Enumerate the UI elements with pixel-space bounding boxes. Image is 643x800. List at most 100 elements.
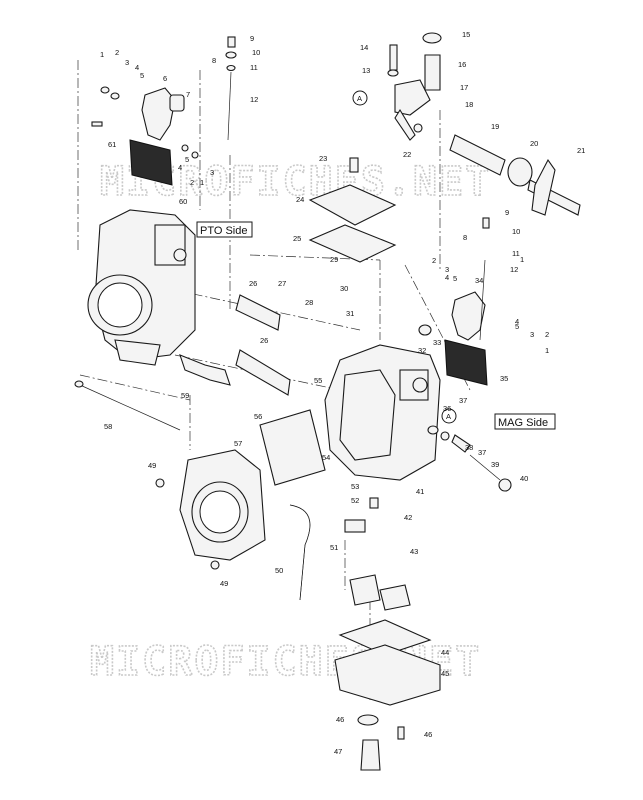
callout-53: 53	[351, 482, 359, 491]
callout-12: 12	[250, 95, 258, 104]
callout-56: 56	[254, 412, 262, 421]
callout-30: 30	[340, 284, 348, 293]
callout-8: 8	[212, 56, 216, 65]
callout-32: 32	[418, 346, 426, 355]
mag-carburetor-body	[324, 344, 441, 481]
callout-37: 37	[459, 396, 467, 405]
callout-2: 2	[545, 330, 549, 339]
callout-34: 34	[475, 276, 483, 285]
callout-6: 6	[163, 74, 167, 83]
callout-13: 13	[362, 66, 370, 75]
callout-3: 3	[210, 168, 214, 177]
callout-20: 20	[530, 139, 538, 148]
callout-58: 58	[104, 422, 112, 431]
callout-28: 28	[305, 298, 313, 307]
callout-49: 49	[148, 461, 156, 470]
callout-40: 40	[520, 474, 528, 483]
pto-side-label: PTO Side	[196, 221, 253, 238]
callout-2: 2	[432, 256, 436, 265]
callout-2: 2	[115, 48, 119, 57]
callout-29: 29	[330, 255, 338, 264]
callout-5: 5	[515, 322, 519, 331]
tubes-and-fittings	[74, 294, 291, 431]
callout-26: 26	[249, 279, 257, 288]
callout-8: 8	[463, 233, 467, 242]
callout-22: 22	[403, 150, 411, 159]
callout-15: 15	[462, 30, 470, 39]
choke-lever-assembly	[387, 32, 581, 216]
callout-45: 45	[441, 669, 449, 678]
callout-25: 25	[293, 234, 301, 243]
callout-3: 3	[125, 58, 129, 67]
callout-39: 39	[491, 460, 499, 469]
mag-slide-assembly	[418, 217, 490, 386]
reference-marker-top: A	[352, 90, 368, 106]
callout-46: 46	[336, 715, 344, 724]
callout-36: 36	[443, 404, 451, 413]
callout-43: 43	[410, 547, 418, 556]
callout-4: 4	[445, 273, 449, 282]
callout-5: 5	[140, 71, 144, 80]
ref-marker-mag-text: A	[446, 412, 451, 421]
float-bowl-assembly	[334, 497, 441, 771]
callout-1: 1	[200, 178, 204, 187]
pto-needle-assembly	[225, 36, 237, 141]
callout-54: 54	[322, 453, 330, 462]
callout-49: 49	[220, 579, 228, 588]
intake-gasket-and-flange	[155, 409, 326, 601]
callout-1: 1	[520, 255, 524, 264]
callout-60: 60	[179, 197, 187, 206]
callout-7: 7	[186, 90, 190, 99]
callout-4: 4	[178, 163, 182, 172]
callout-24: 24	[296, 195, 304, 204]
mag-side-text: MAG Side	[498, 417, 548, 429]
callout-44: 44	[441, 648, 449, 657]
callout-21: 21	[577, 146, 585, 155]
callout-9: 9	[505, 208, 509, 217]
ref-marker-top-text: A	[357, 94, 362, 103]
callout-1: 1	[545, 346, 549, 355]
callout-33: 33	[433, 338, 441, 347]
callout-4: 4	[515, 317, 519, 326]
callout-26: 26	[260, 336, 268, 345]
callout-35: 35	[500, 374, 508, 383]
callout-14: 14	[360, 43, 368, 52]
callout-57: 57	[234, 439, 242, 448]
callout-46: 46	[424, 730, 432, 739]
callout-23: 23	[319, 154, 327, 163]
callout-47: 47	[334, 747, 342, 756]
callout-1: 1	[100, 50, 104, 59]
pto-slide-assembly	[91, 86, 199, 186]
callout-51: 51	[330, 543, 338, 552]
callout-16: 16	[458, 60, 466, 69]
callout-31: 31	[346, 309, 354, 318]
reference-marker-mag: A	[441, 408, 457, 424]
callout-5: 5	[185, 155, 189, 164]
callout-52: 52	[351, 496, 359, 505]
callout-10: 10	[512, 227, 520, 236]
pto-carburetor-body	[87, 209, 196, 366]
callout-11: 11	[512, 249, 520, 258]
callout-12: 12	[510, 265, 518, 274]
callout-18: 18	[465, 100, 473, 109]
mag-small-parts	[427, 425, 512, 492]
callout-59: 59	[181, 391, 189, 400]
pto-side-text: PTO Side	[200, 225, 248, 237]
callout-4: 4	[135, 63, 139, 72]
callout-61: 61	[108, 140, 116, 149]
callout-17: 17	[460, 83, 468, 92]
callout-numbers: 1111222233334444555567889910101111121213…	[100, 30, 585, 756]
callout-9: 9	[250, 34, 254, 43]
mag-side-label: MAG Side	[494, 413, 556, 430]
callout-11: 11	[250, 63, 258, 72]
callout-37: 37	[478, 448, 486, 457]
callout-41: 41	[416, 487, 424, 496]
callout-3: 3	[530, 330, 534, 339]
callout-5: 5	[453, 274, 457, 283]
callout-2: 2	[190, 178, 194, 187]
callout-3: 3	[445, 265, 449, 274]
callout-42: 42	[404, 513, 412, 522]
callout-38: 38	[465, 443, 473, 452]
callout-19: 19	[491, 122, 499, 131]
